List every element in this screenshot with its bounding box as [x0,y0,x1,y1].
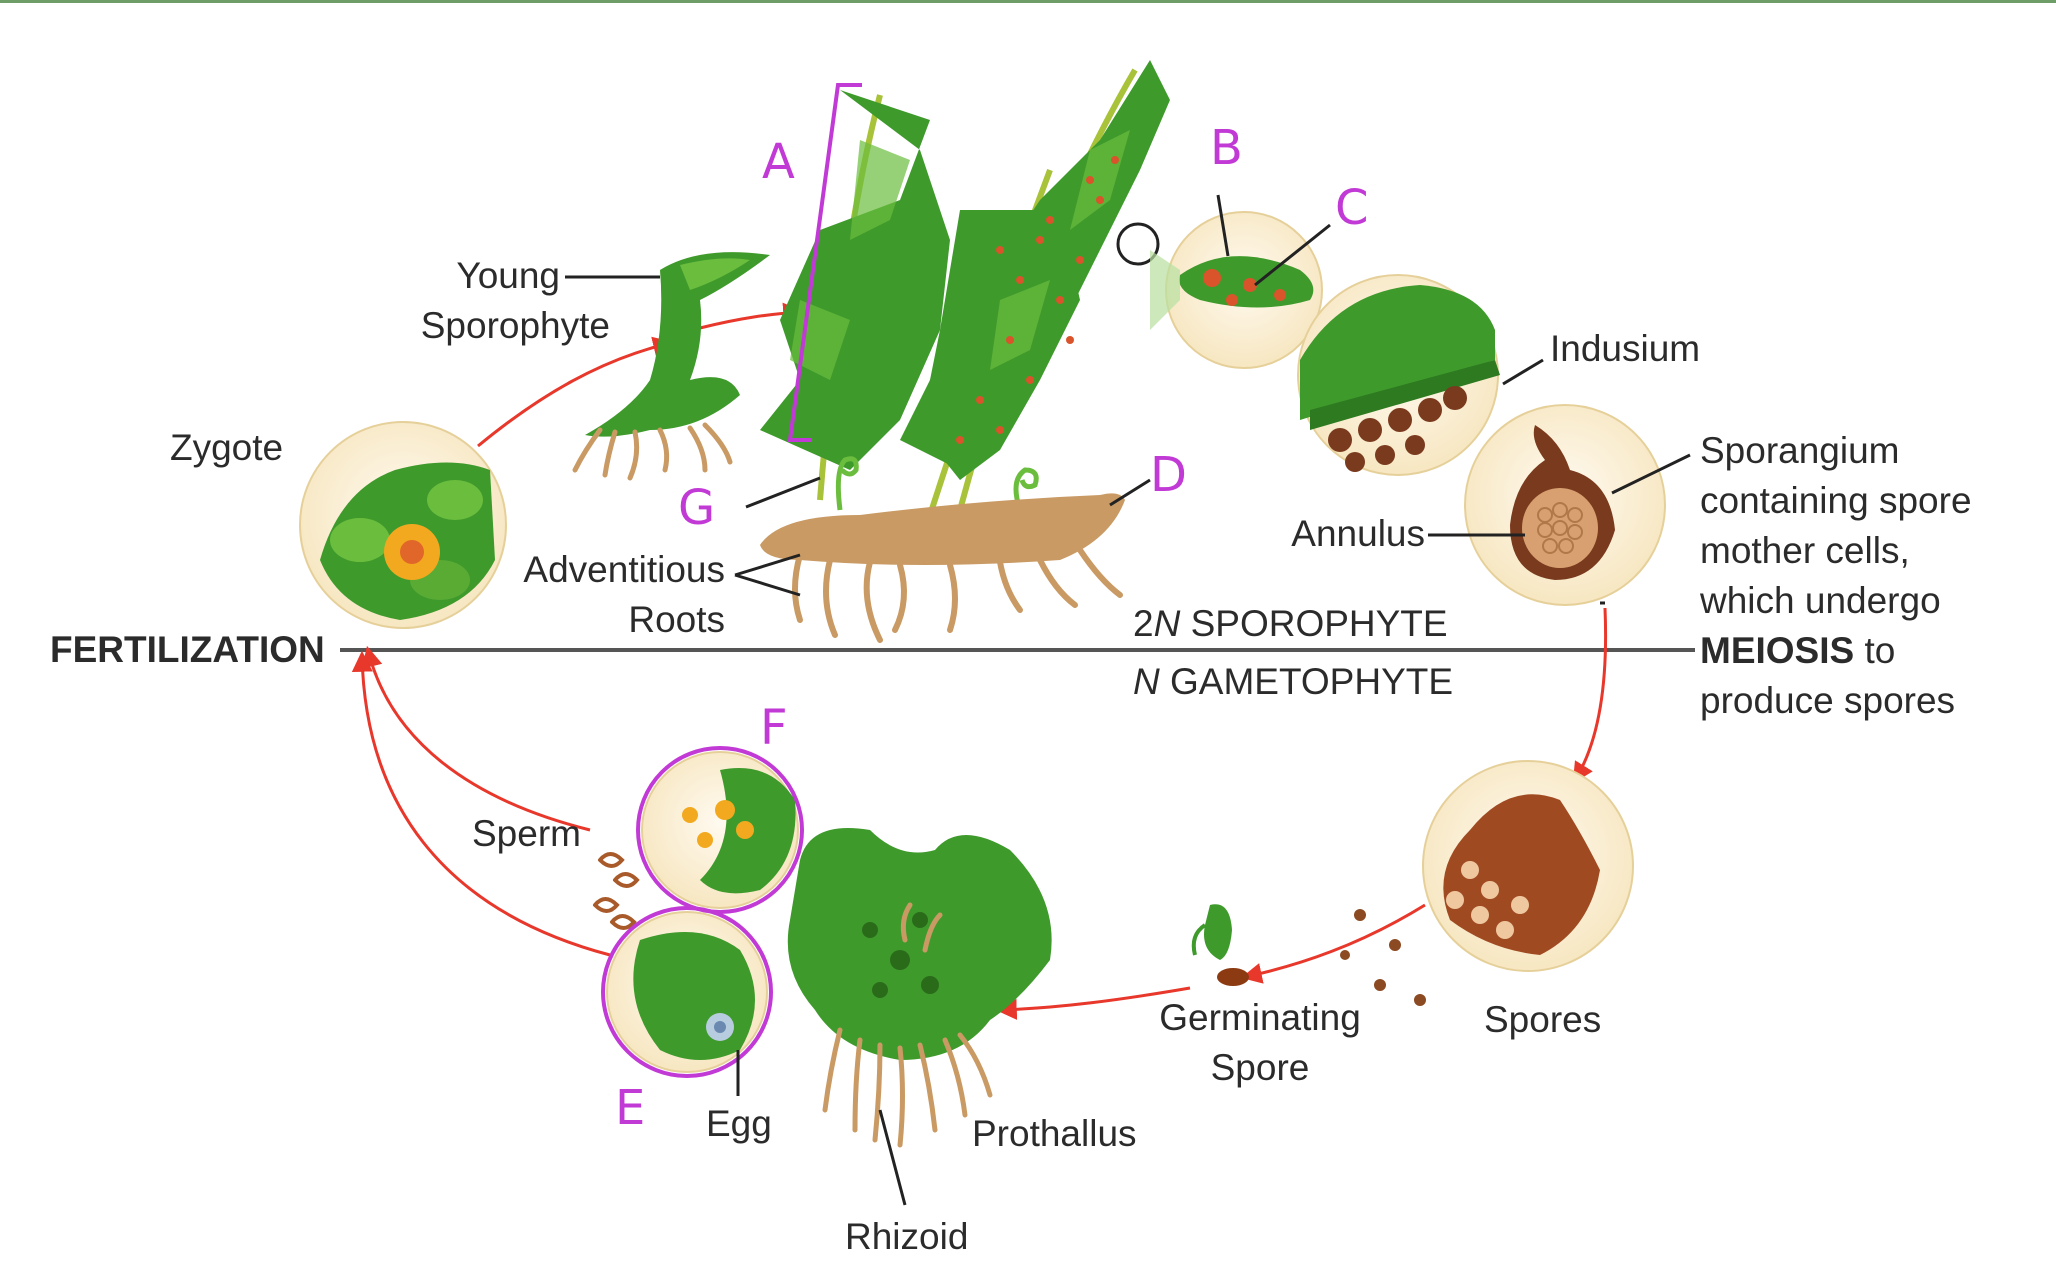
roots-label: Roots [628,599,725,640]
sporangium-circle [1464,404,1666,606]
annotation-letter-f: F [760,700,788,756]
gametophyte-n-label: N GAMETOPHYTE [1133,658,1453,706]
young-label: Young [456,255,560,296]
arrow-germinating-to-prothallus [995,986,1191,1020]
fern-art [760,60,1170,643]
meiosis-line: MEIOSIS to [1700,627,1895,675]
prothallus-label: Prothallus [972,1113,1137,1154]
annotation-letter-g: G [678,480,716,536]
annotation-letter-d: D [1150,447,1187,503]
spores-circle [1422,760,1634,972]
leader-lines [565,194,1691,1206]
sporangium-line-1: Sporangium [1700,430,1900,471]
spores-label: Spores [1484,999,1602,1040]
archegonium-circle [601,906,773,1078]
gametophyte-n-rest: GAMETOPHYTE [1159,661,1454,702]
egg-label: Egg [706,1103,772,1144]
top-border [0,0,2056,3]
annotation-letter-e: E [615,1080,646,1136]
antheridium-circle [636,746,804,914]
indusium-circle [1297,274,1500,476]
adventitious-label: Adventitious [523,549,725,590]
sporophyte-2n-prefix: 2 [1133,603,1154,644]
young-sporophyte-art [572,252,770,481]
sporophyte-2n-label: 2N SPOROPHYTE [1133,600,1448,648]
fertilization-label: FERTILIZATION [50,629,325,670]
arrow-spores-to-germinating [1240,903,1426,984]
sporangium-line-2: containing spore [1700,480,1972,521]
gametophyte-n-italic: N [1133,661,1160,702]
annotation-letter-c: C [1335,180,1369,236]
sporangium-line-4: which undergo [1700,580,1941,621]
sperm-art [593,852,640,930]
frond-marker-circle [1116,222,1160,266]
germinating-spore-art [1191,904,1249,986]
annulus-label: Annulus [1291,513,1425,554]
sporophyte-2n-italic: N [1153,603,1181,644]
annotation-letter-b: B [1210,120,1243,176]
prothallus-art [787,828,1052,1148]
arrow-egg-to-fertilization [351,650,611,957]
annotation-letter-a: A [762,134,795,190]
germinating-label: Germinating [1159,997,1361,1038]
spore-label: Spore [1210,1047,1310,1088]
zygote-circle [299,421,507,629]
meiosis-bold: MEIOSIS [1700,630,1855,671]
sporangium-line-3: mother cells, [1700,530,1910,571]
sporophyte-label: Sporophyte [420,305,610,346]
loose-spores [1340,909,1426,1006]
zoom-band [1150,250,1180,330]
indusium-label: Indusium [1550,328,1701,369]
sporophyte-2n-rest: SPOROPHYTE [1180,603,1448,644]
produce-spores-line: produce spores [1700,680,1956,721]
arrow-sperm-to-fertilization [361,645,591,832]
leaflet-circle [1165,211,1323,369]
zygote-label: Zygote [170,427,284,468]
rhizoid-label: Rhizoid [845,1216,969,1257]
meiosis-rest: to [1854,630,1896,671]
bracket-a [787,83,862,442]
sperm-label: Sperm [472,813,581,854]
arrow-sporangium-to-spores [1572,607,1608,784]
arrow-zygote-to-young [477,336,675,448]
